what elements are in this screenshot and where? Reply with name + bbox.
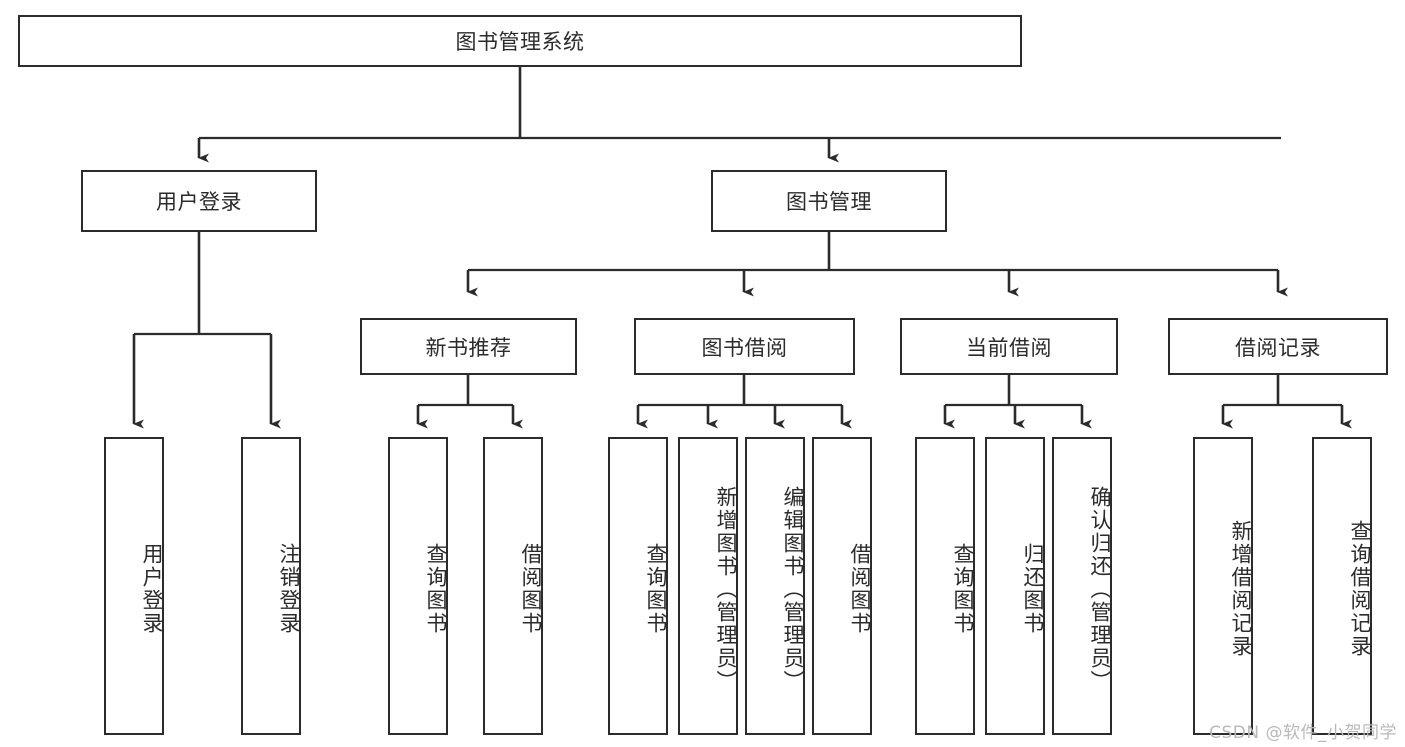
leaf-return-book-label: 归还图书 bbox=[1021, 543, 1045, 635]
leaf-query-book-1-label: 查询图书 bbox=[424, 543, 448, 635]
node-book-management[interactable]: 图书管理 bbox=[711, 170, 947, 232]
leaf-edit-book[interactable]: 编辑图书（管理员） bbox=[745, 437, 805, 735]
leaf-query-book-2[interactable]: 查询图书 bbox=[608, 437, 668, 735]
leaf-confirm-return[interactable]: 确认归还（管理员） bbox=[1052, 437, 1112, 735]
node-new-book-recommend-label: 新书推荐 bbox=[425, 335, 512, 360]
leaf-borrow-book-1[interactable]: 借阅图书 bbox=[483, 437, 543, 735]
node-borrow-record[interactable]: 借阅记录 bbox=[1168, 318, 1388, 375]
node-new-book-recommend[interactable]: 新书推荐 bbox=[360, 318, 577, 375]
leaf-edit-book-label: 编辑图书（管理员） bbox=[781, 485, 805, 693]
leaf-query-book-3-label: 查询图书 bbox=[951, 543, 975, 635]
leaf-borrow-book-1-label: 借阅图书 bbox=[519, 543, 543, 635]
leaf-add-record[interactable]: 新增借阅记录 bbox=[1193, 437, 1253, 735]
node-current-borrow[interactable]: 当前借阅 bbox=[900, 318, 1118, 375]
node-root[interactable]: 图书管理系统 bbox=[18, 15, 1022, 67]
node-book-management-label: 图书管理 bbox=[786, 190, 872, 214]
leaf-borrow-book-2-label: 借阅图书 bbox=[848, 543, 872, 635]
leaf-query-book-1[interactable]: 查询图书 bbox=[388, 437, 448, 735]
leaf-borrow-book-2[interactable]: 借阅图书 bbox=[812, 437, 872, 735]
node-book-borrow[interactable]: 图书借阅 bbox=[634, 318, 855, 375]
leaf-add-book[interactable]: 新增图书（管理员） bbox=[678, 437, 738, 735]
leaf-add-record-label: 新增借阅记录 bbox=[1229, 520, 1253, 658]
leaf-confirm-return-label: 确认归还（管理员） bbox=[1088, 485, 1112, 693]
leaf-query-record[interactable]: 查询借阅记录 bbox=[1312, 437, 1372, 735]
leaf-add-book-label: 新增图书（管理员） bbox=[714, 485, 738, 693]
leaf-logout-login-label: 注销登录 bbox=[277, 543, 301, 635]
node-root-label: 图书管理系统 bbox=[455, 30, 585, 54]
node-user-login-label: 用户登录 bbox=[156, 190, 242, 214]
node-book-borrow-label: 图书借阅 bbox=[701, 335, 788, 360]
leaf-query-record-label: 查询借阅记录 bbox=[1348, 520, 1372, 658]
leaf-query-book-3[interactable]: 查询图书 bbox=[915, 437, 975, 735]
leaf-logout-login[interactable]: 注销登录 bbox=[241, 437, 301, 735]
leaf-user-login[interactable]: 用户登录 bbox=[104, 437, 164, 735]
leaf-user-login-label: 用户登录 bbox=[140, 543, 164, 635]
node-borrow-record-label: 借阅记录 bbox=[1235, 335, 1321, 360]
leaf-query-book-2-label: 查询图书 bbox=[644, 543, 668, 635]
leaf-return-book[interactable]: 归还图书 bbox=[985, 437, 1045, 735]
node-user-login[interactable]: 用户登录 bbox=[81, 170, 317, 232]
node-current-borrow-label: 当前借阅 bbox=[966, 335, 1052, 360]
